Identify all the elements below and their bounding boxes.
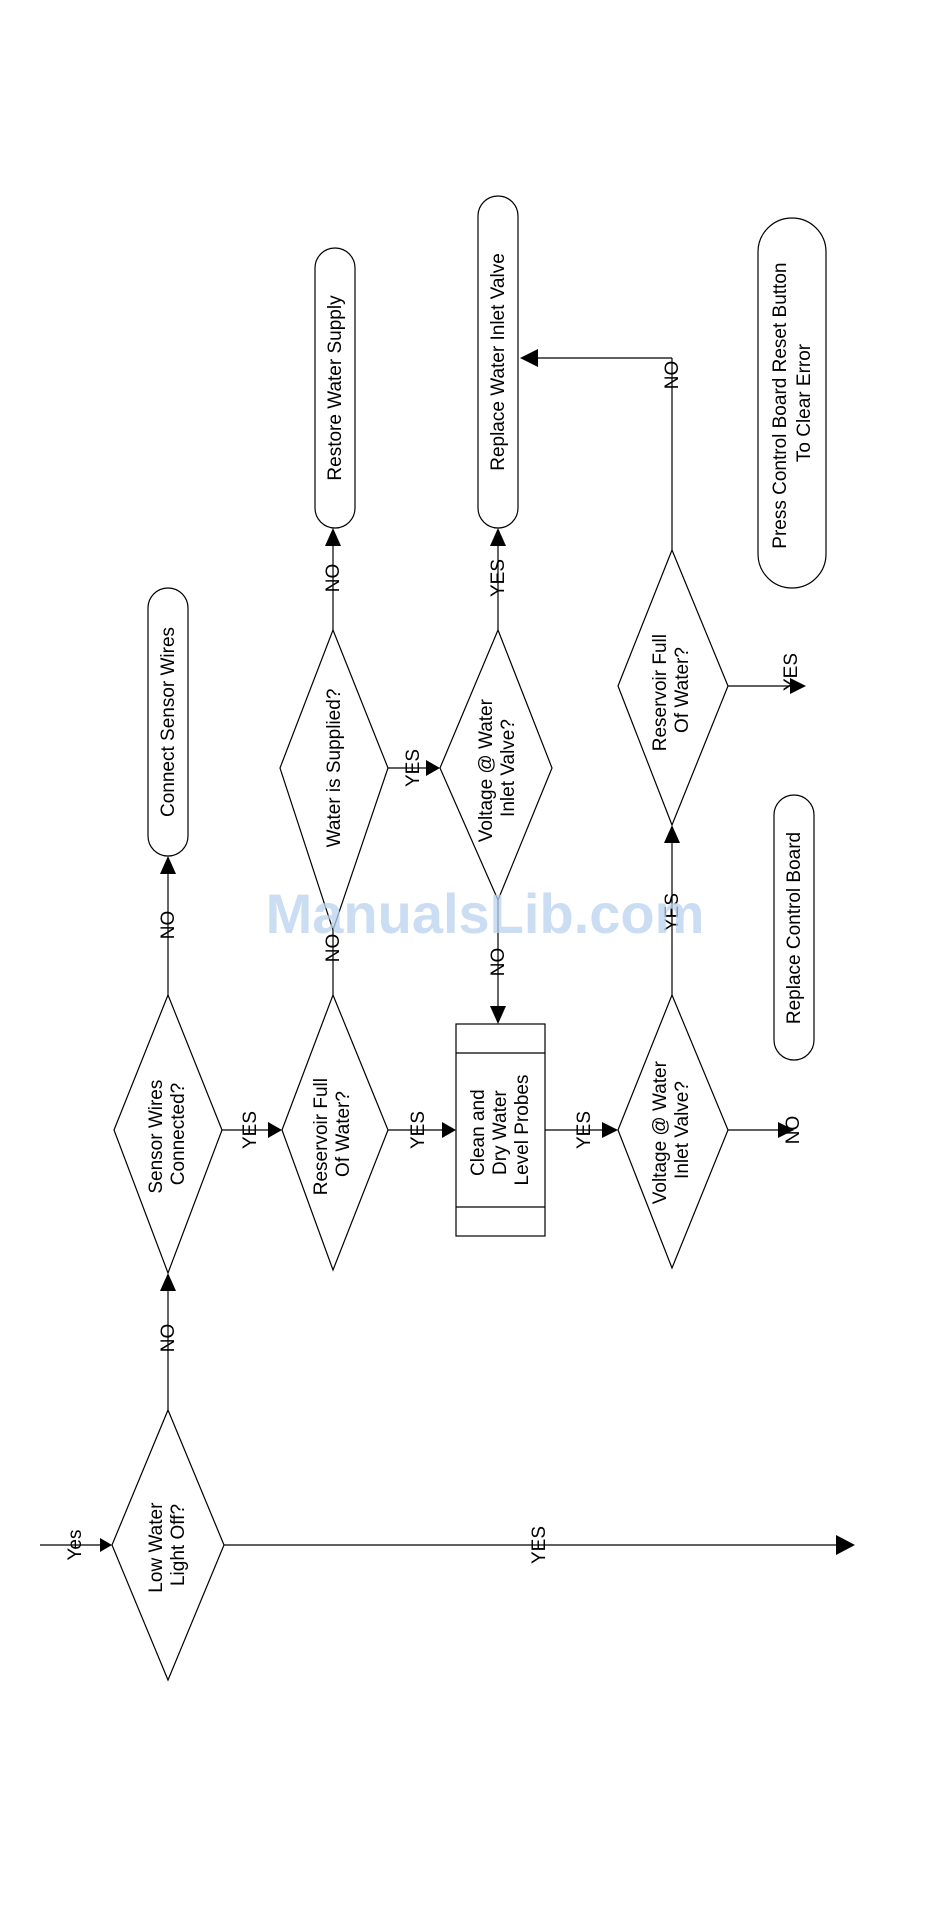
reservoir1-no-label: NO (323, 934, 344, 963)
replace-board-label: Replace Control Board (784, 832, 805, 1024)
sensor-wires-label: Sensor Wires Connected? (146, 1074, 189, 1193)
reservoir-full-diamond-1 (281, 993, 389, 1272)
water-supplied-label: Water is Supplied? (324, 689, 345, 848)
reservoir-full-diamond-2 (617, 548, 729, 827)
voltage-label-1: Voltage @ Water Inlet Valve? (476, 694, 519, 843)
water-yes-label: YES (403, 749, 424, 787)
voltage1-yes-label: YES (488, 559, 509, 597)
voltage2-yes-label: YES (662, 893, 683, 931)
shape-labels: Low Water Light Off? Sensor Wires Connec… (146, 253, 815, 1592)
voltage2-no-label: NO (783, 1116, 804, 1145)
shapes (111, 195, 827, 1682)
voltage-diamond-2 (617, 993, 729, 1270)
sensor-wires-diamond (113, 993, 223, 1275)
connect-wires-terminal (147, 587, 189, 857)
voltage1-no-label: NO (488, 948, 509, 977)
water-no-label: NO (323, 564, 344, 593)
reservoir-full-label-2: Reservoir Full Of Water? (650, 629, 693, 751)
water-supplied-diamond (279, 628, 389, 932)
sensor-yes-label: YES (240, 1111, 261, 1149)
reservoir2-yes-label: YES (781, 653, 802, 691)
replace-board-terminal (773, 794, 815, 1061)
clean-yes-label: YES (574, 1111, 595, 1149)
press-reset-label: Press Control Board Reset Button To Clea… (770, 257, 815, 548)
low-water-label: Low Water Light Off? (146, 1497, 189, 1592)
sensor-no-label: NO (158, 911, 179, 940)
reservoir1-yes-label: YES (408, 1111, 429, 1149)
restore-water-terminal (314, 247, 356, 529)
clean-probes-process (455, 1023, 546, 1237)
reservoir-full-label-1: Reservoir Full Of Water? (311, 1073, 354, 1195)
watermark-text: ManualsLib.com (266, 882, 705, 945)
replace-valve-label: Replace Water Inlet Valve (488, 253, 509, 471)
connector-lines (40, 349, 855, 1555)
low-water-no-label: NO (158, 1324, 179, 1353)
reservoir2-no-label: NO (662, 361, 683, 390)
connect-wires-label: Connect Sensor Wires (158, 627, 179, 817)
voltage-label-2: Voltage @ Water Inlet Valve? (650, 1056, 693, 1205)
voltage-diamond-1 (439, 628, 553, 902)
replace-valve-terminal (477, 195, 519, 529)
press-reset-terminal (757, 217, 827, 589)
low-water-yes-label: YES (529, 1526, 550, 1564)
low-water-diamond (111, 1408, 225, 1682)
connector-labels: Yes YES NO NO YES NO YES NO YES YES NO Y… (65, 361, 804, 1564)
clean-probes-label: Clean and Dry Water Level Probes (468, 1075, 533, 1186)
watermark: ManualsLib.com (266, 882, 705, 945)
restore-water-label: Restore Water Supply (325, 295, 346, 481)
entry-yes-label: Yes (65, 1530, 86, 1561)
